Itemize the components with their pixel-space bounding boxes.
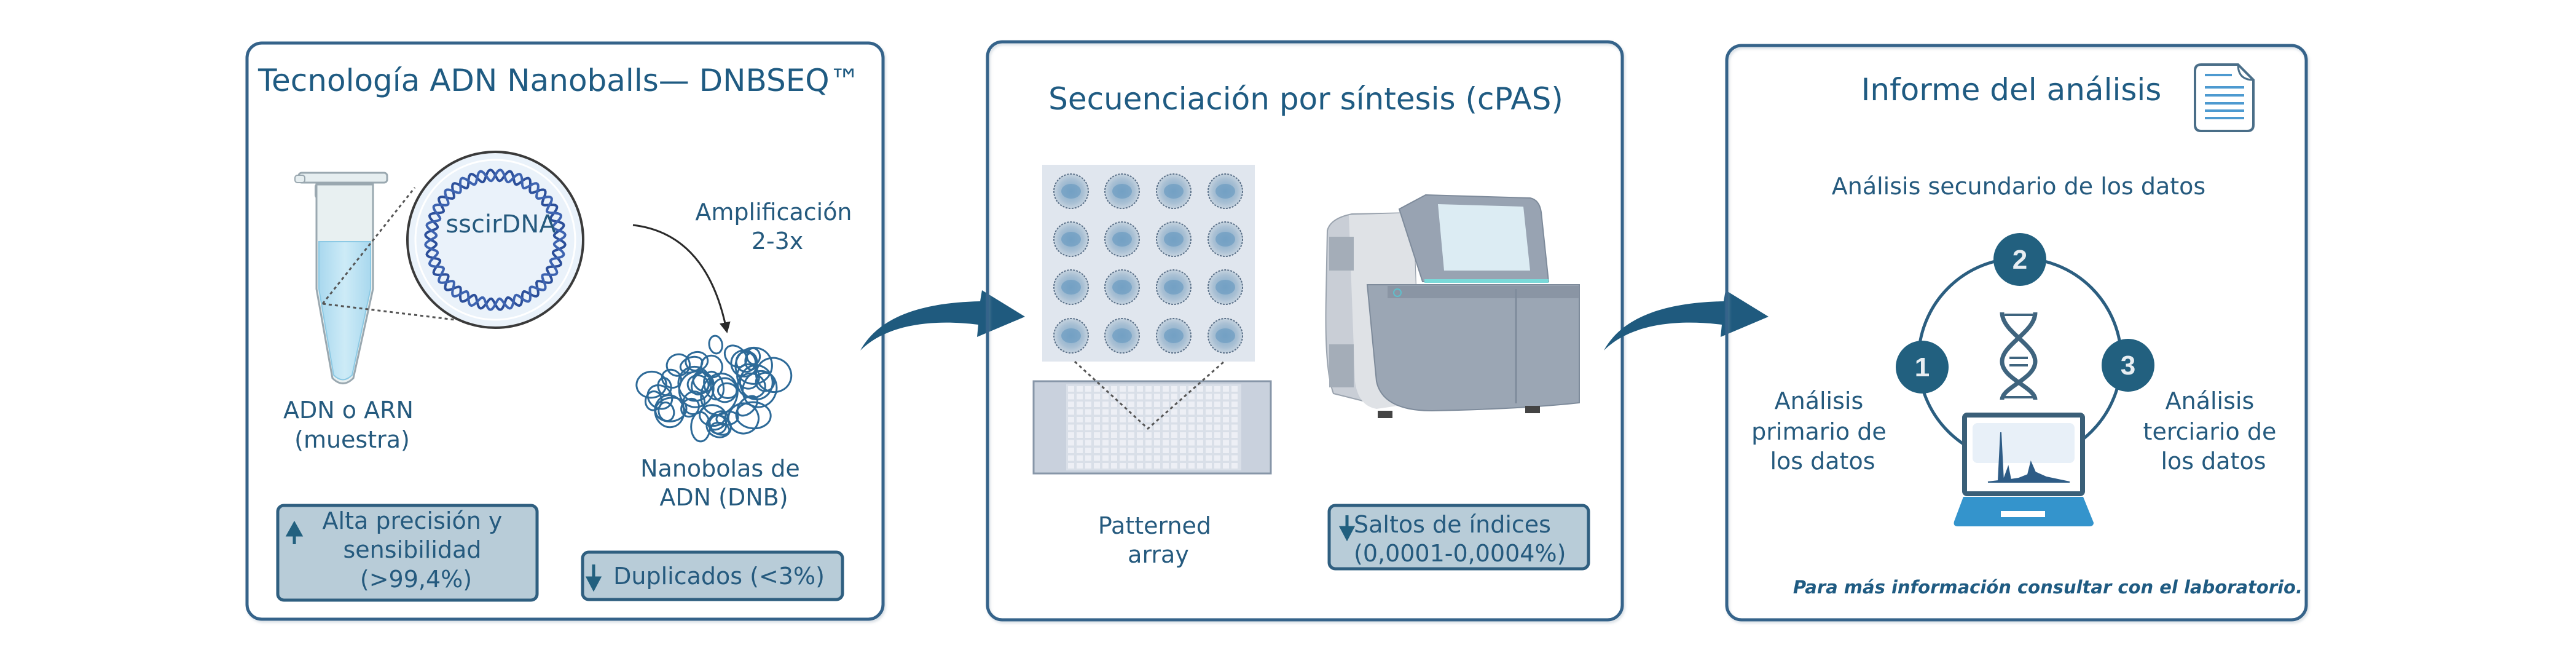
panel-analysis-report: Informe del análisis Análisis secundario…: [1725, 44, 2308, 622]
contact-note: Para más información consultar con el la…: [1793, 577, 2303, 598]
step-badge-2: 2: [1993, 233, 2046, 286]
panel-dnb-technology: Tecnología ADN Nanoballs— DNBSEQ™ sscirD…: [245, 41, 885, 621]
svg-text:2: 2: [2012, 245, 2027, 275]
sscirdna-zoom-circle: sscirDNA: [406, 151, 584, 329]
arrow-up-icon: [285, 520, 304, 544]
panel-sequencing: Secuenciación por síntesis (cPAS): [986, 40, 1624, 622]
panel-frame: [1725, 44, 2308, 622]
flow-arrow: [860, 290, 1025, 350]
patterned-array-slide: [1032, 380, 1272, 475]
well-array: [1053, 173, 1243, 354]
index-hopping-text: Saltos de índices (0,0001-0,0004%): [1354, 511, 1566, 567]
well: [1156, 269, 1192, 305]
well: [1104, 173, 1140, 209]
sample-tube-icon: [294, 172, 388, 384]
circular-dna-icon: [424, 168, 567, 311]
step-1-label: Análisis primario de los datos: [1751, 387, 1894, 475]
sscirdna-label: sscirDNA: [446, 210, 556, 239]
well: [1053, 221, 1089, 257]
precision-text: Alta precisión y sensibilidad (>99,4%): [323, 507, 510, 593]
amplification-label: Amplificación 2-3x: [695, 199, 859, 255]
step-3-label: Análisis terciario de los datos: [2143, 387, 2284, 475]
well: [1156, 221, 1192, 257]
well: [1053, 173, 1089, 209]
well: [1208, 221, 1243, 257]
laptop-icon: [1954, 413, 2094, 526]
nanoball-icon: [635, 334, 793, 443]
well: [1208, 173, 1243, 209]
arrow-down-icon: [585, 564, 602, 592]
well: [1053, 318, 1089, 354]
sequencer-instrument-icon: [1325, 194, 1580, 418]
panel-title: Tecnología ADN Nanoballs— DNBSEQ™: [257, 63, 860, 98]
step-badge-3: 3: [2102, 339, 2154, 392]
zoom-line: [322, 303, 455, 321]
panel-title: Informe del análisis: [1861, 72, 2162, 108]
well: [1208, 318, 1243, 354]
document-icon: [2194, 63, 2255, 132]
svg-text:3: 3: [2121, 350, 2135, 381]
zoom-line: [1074, 360, 1225, 430]
well: [1104, 269, 1140, 305]
well: [1104, 221, 1140, 257]
step-badge-1: 1: [1896, 341, 1949, 394]
duplicates-text: Duplicados (<3%): [613, 563, 825, 590]
array-label: Patterned array: [1098, 512, 1219, 568]
sample-label: ADN o ARN (muestra): [283, 397, 421, 453]
well: [1156, 318, 1192, 354]
step-2-label: Análisis secundario de los datos: [1832, 173, 2205, 200]
well: [1053, 269, 1089, 305]
flow-arrow: [1604, 290, 1769, 350]
amplification-arrow: [632, 224, 731, 334]
well: [1104, 318, 1140, 354]
precision-badge: Alta precisión y sensibilidad (>99,4%): [276, 504, 539, 602]
well: [1156, 173, 1192, 209]
svg-text:1: 1: [1915, 352, 1930, 382]
nanoball-label: Nanobolas de ADN (DNB): [640, 455, 807, 511]
arrow-down-icon: [1338, 515, 1356, 542]
dna-helix-icon: [2000, 312, 2038, 400]
well: [1208, 269, 1243, 305]
index-hopping-badge: Saltos de índices (0,0001-0,0004%): [1327, 504, 1590, 571]
duplicates-badge: Duplicados (<3%): [581, 550, 844, 601]
zoom-line: [321, 187, 416, 304]
panel-title: Secuenciación por síntesis (cPAS): [1048, 81, 1563, 117]
